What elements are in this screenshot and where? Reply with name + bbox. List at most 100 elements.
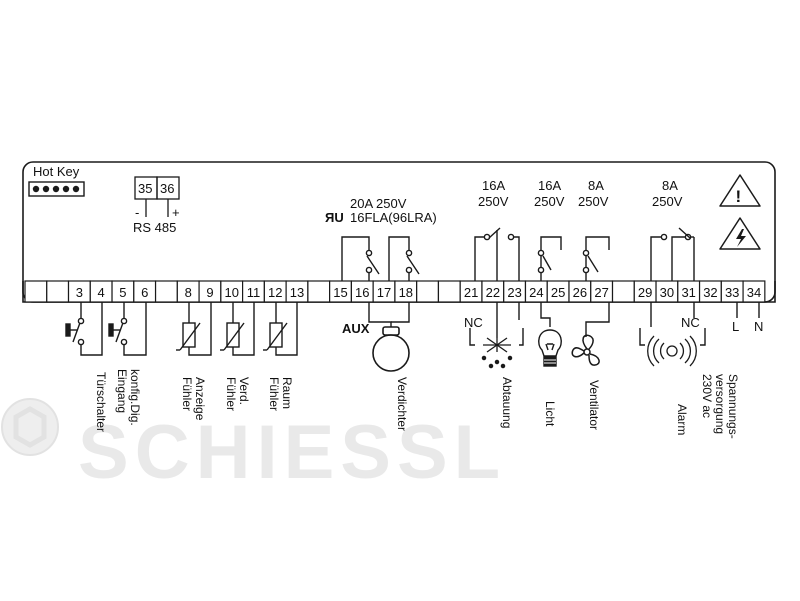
- label-line: versorgung: [713, 374, 727, 434]
- watermark-text: SCHIESSL: [78, 410, 506, 495]
- compressor-rating-1: 20A 250V: [350, 196, 407, 211]
- label-defrost: Abtauung: [500, 377, 514, 428]
- terminal-number: 31: [681, 285, 695, 300]
- terminal-cell: [154, 280, 178, 303]
- terminal-cell: [416, 280, 440, 303]
- terminal-number: 23: [507, 285, 521, 300]
- light-relay-rating: 16A 250V: [534, 178, 565, 209]
- fan-relay-rating: 8A 250V: [578, 178, 609, 209]
- alarm-nc-label: NC: [681, 315, 700, 330]
- label-line: Raum: [280, 377, 294, 409]
- label-line: Eingang: [115, 369, 129, 413]
- label-fan: Ventilator: [587, 380, 601, 430]
- terminal-cell: [742, 280, 766, 303]
- rs485-plus: +: [172, 205, 180, 220]
- label-line: Anzeige: [193, 377, 207, 421]
- label-line: 230V ac: [700, 374, 714, 418]
- terminal-number: 16: [355, 285, 369, 300]
- terminal-number: 22: [486, 285, 500, 300]
- compressor-rating-2: 16FLA(96LRA): [350, 210, 437, 225]
- light-amp: 16A: [538, 178, 561, 193]
- terminal-number: 21: [464, 285, 478, 300]
- label-line: Fühler: [224, 377, 238, 411]
- terminal-cell: [437, 280, 461, 303]
- label-room-probe: RaumFühler: [267, 377, 294, 411]
- terminal-cell: [307, 280, 331, 303]
- terminal-number: 11: [247, 285, 261, 300]
- rs485-port: 35 36 - + RS 485: [133, 176, 180, 235]
- terminal-number: 13: [290, 285, 304, 300]
- terminal-number: 9: [206, 285, 213, 300]
- label-line: Fühler: [180, 377, 194, 411]
- rs485-label: RS 485: [133, 220, 176, 235]
- label-alarm: Alarm: [675, 404, 689, 435]
- terminal-number: 25: [551, 285, 565, 300]
- fan-amp: 8A: [588, 178, 604, 193]
- terminal-number: 18: [399, 285, 413, 300]
- terminal-number: 3: [76, 285, 83, 300]
- terminal-number: 30: [660, 285, 674, 300]
- door-switch-icon: [65, 317, 85, 346]
- terminal-number: 26: [573, 285, 587, 300]
- compressor-relay-rating: 20A 250V ЯU 16FLA(96LRA): [325, 196, 437, 225]
- alarm-relay-rating: 8A 250V: [652, 178, 683, 209]
- terminal-number: 12: [268, 285, 282, 300]
- alarm-amp: 8A: [662, 178, 678, 193]
- label-compressor: Verdichter: [395, 377, 409, 431]
- rs485-terminal-35: 35: [138, 181, 152, 196]
- terminal-number: 24: [529, 285, 543, 300]
- ul-mark: ЯU: [325, 210, 344, 225]
- terminal-number: 27: [594, 285, 608, 300]
- fan-volt: 250V: [578, 194, 609, 209]
- power-l-label: L: [732, 319, 739, 334]
- rs485-terminal-36: 36: [160, 181, 174, 196]
- terminal-number: 34: [747, 285, 761, 300]
- hot-key-icon: [28, 181, 85, 197]
- defrost-volt: 250V: [478, 194, 509, 209]
- light-bulb-icon: [538, 329, 562, 367]
- alarm-sound-icon: [647, 335, 697, 367]
- watermark: SCHIESSL: [1, 398, 506, 495]
- hot-key-port: Hot Key: [28, 164, 85, 197]
- terminal-number: 6: [141, 285, 148, 300]
- label-line: Fühler: [267, 377, 281, 411]
- high-voltage-icon: [719, 217, 761, 250]
- label-evap-probe: Verd.Fühler: [224, 377, 251, 411]
- terminal-number: 17: [377, 285, 391, 300]
- compressor-icon: [372, 326, 410, 372]
- svg-text:!: !: [736, 187, 742, 206]
- warning-icon: !: [719, 174, 761, 207]
- label-line: konfig.Dig.: [128, 369, 142, 426]
- light-volt: 250V: [534, 194, 565, 209]
- terminal-number: 8: [185, 285, 192, 300]
- relay-contacts: [341, 227, 695, 281]
- label-line: Spannungs-: [726, 374, 740, 439]
- label-light: Licht: [543, 401, 557, 427]
- external-wiring: [72, 302, 760, 356]
- watermark-logo-icon: [1, 398, 59, 456]
- digital-input-switch-icon: [108, 317, 128, 346]
- power-n-label: N: [754, 319, 763, 334]
- defrost-relay-rating: 16A 250V: [478, 178, 509, 209]
- label-door-switch: Türschalter: [94, 372, 108, 432]
- terminal-cell: [46, 280, 70, 303]
- fan-icon: [571, 334, 600, 366]
- terminal-number: 10: [224, 285, 238, 300]
- label-power-supply: Spannungs-versorgung230V ac: [700, 374, 740, 439]
- defrost-nc-label: NC: [464, 315, 483, 330]
- ntc-probe-icon: [176, 322, 288, 351]
- terminal-number: 32: [703, 285, 717, 300]
- terminal-number: 33: [725, 285, 739, 300]
- terminal-number: 4: [98, 285, 105, 300]
- defrost-icon: [481, 337, 513, 369]
- terminal-number: 29: [638, 285, 652, 300]
- label-display-probe: AnzeigeFühler: [180, 377, 207, 421]
- device-labels: Türschalter konfig.Dig.Eingang AnzeigeFü…: [94, 369, 740, 439]
- label-digital-input: konfig.Dig.Eingang: [115, 369, 142, 426]
- terminal-number: 5: [119, 285, 126, 300]
- defrost-amp: 16A: [482, 178, 505, 193]
- alarm-volt: 250V: [652, 194, 683, 209]
- terminal-cell: [24, 280, 48, 303]
